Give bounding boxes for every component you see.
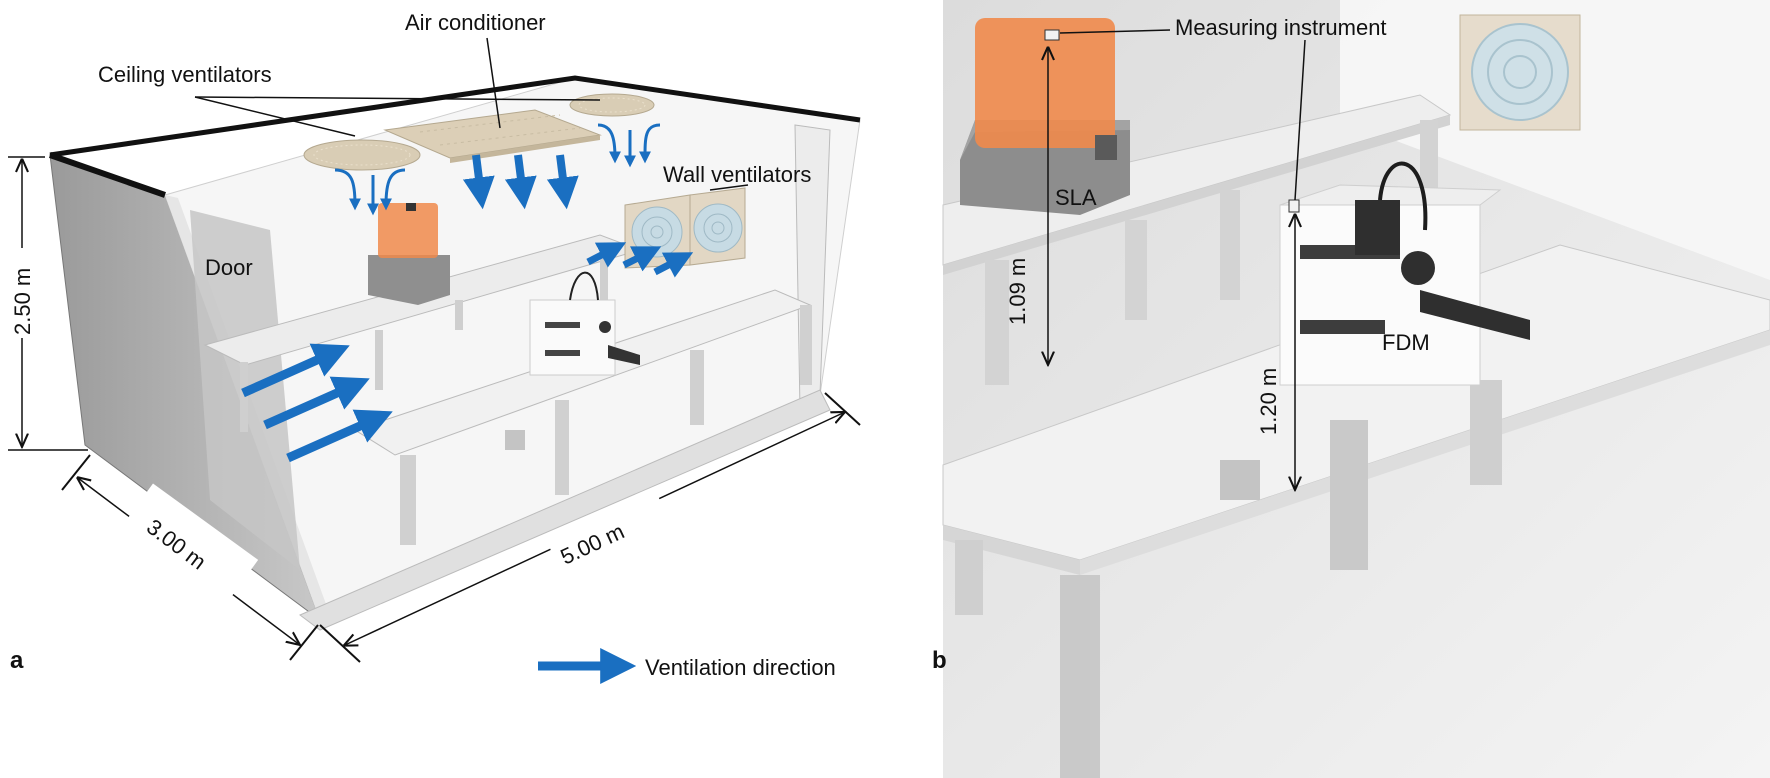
fdm-printer-small — [529, 271, 640, 376]
air-conditioner-label: Air conditioner — [405, 10, 546, 35]
wall-fan — [1459, 14, 1581, 131]
ceiling-airflow-left — [334, 168, 406, 216]
ceiling-ventilators-label: Ceiling ventilators — [98, 62, 272, 87]
dimension-depth: 3.00 m — [61, 454, 319, 661]
dimension-height: 2.50 m — [4, 156, 88, 451]
sla-label: SLA — [1055, 185, 1097, 210]
door-label: Door — [205, 255, 253, 280]
ceiling-ventilator-right — [569, 93, 655, 117]
leader-lines-a — [194, 37, 749, 191]
vent-arrow — [504, 154, 537, 210]
fdm-label: FDM — [1382, 330, 1430, 355]
panel-b: SLA FDM — [932, 0, 1770, 778]
dimension-length: 5.00 m — [319, 392, 861, 663]
air-conditioner — [383, 109, 602, 163]
vent-arrow — [462, 154, 495, 210]
sla-height-label: 1.09 m — [1005, 258, 1030, 325]
ceiling-airflow-right — [597, 123, 661, 168]
vent-arrow — [546, 154, 579, 210]
vent-arrow — [241, 343, 350, 398]
wall-ventilators-label: Wall ventilators — [663, 162, 811, 187]
vent-arrow — [653, 252, 694, 278]
legend: Ventilation direction — [538, 648, 836, 684]
legend-label: Ventilation direction — [645, 655, 836, 680]
fdm-printer: FDM — [1279, 161, 1530, 386]
sla-printer: SLA — [960, 18, 1130, 215]
panel-a-letter: a — [10, 647, 24, 674]
back-table — [942, 94, 1452, 385]
ceiling-ventilator-left — [303, 139, 421, 171]
fdm-height-label: 1.20 m — [1256, 368, 1281, 435]
vent-arrow — [622, 246, 662, 272]
front-table — [942, 244, 1770, 778]
measuring-instrument-label: Measuring instrument — [1175, 15, 1387, 40]
vent-arrow — [586, 242, 627, 268]
dimension-sla-height: 1.09 m — [1005, 48, 1048, 365]
height-dimension-label: 2.50 m — [10, 268, 35, 335]
vent-arrow — [263, 376, 370, 430]
dimension-fdm-height: 1.20 m — [1256, 215, 1295, 490]
sla-printer-small — [368, 203, 450, 305]
panel-b-letter: b — [932, 647, 947, 674]
leader-lines-b — [1059, 29, 1306, 201]
panel-a: Door — [4, 10, 861, 684]
